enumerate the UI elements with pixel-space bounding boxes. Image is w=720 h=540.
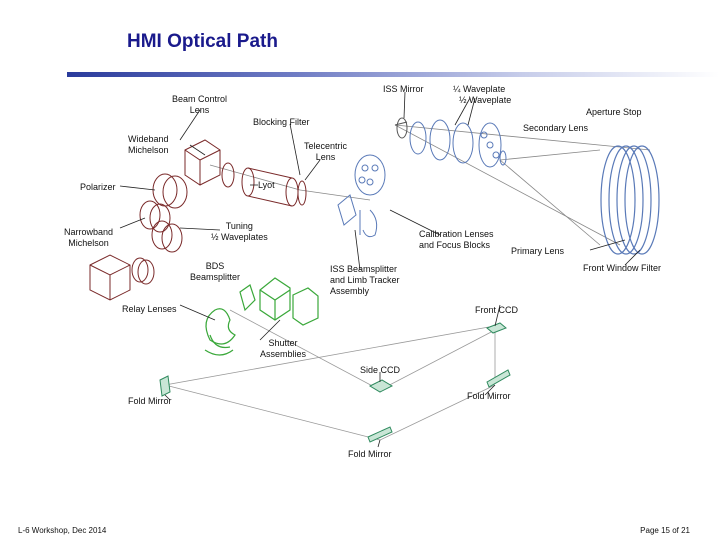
label-secondary-lens: Secondary Lens <box>523 123 589 133</box>
label-bds-line1: BDS <box>205 261 225 271</box>
label-fold-mirror-right: Fold Mirror <box>467 391 511 401</box>
secondary-lens-group-shape <box>409 119 507 168</box>
relay-path-lines <box>164 309 501 441</box>
label-primary-lens: Primary Lens <box>511 246 565 256</box>
calibration-wheel-shape <box>354 154 386 196</box>
label-wideband-michelson: Wideband Michelson <box>128 134 169 156</box>
label-iss-beamsplitter: ISS Beamsplitter and Limb Tracker Assemb… <box>330 264 400 297</box>
label-narrowband-line2: Michelson <box>68 238 109 248</box>
label-beam-control-lens-line2: Lens <box>189 105 210 115</box>
label-side-ccd: Side CCD <box>360 365 401 375</box>
shutter-assembly-shape <box>204 277 319 356</box>
label-front-window-filter: Front Window Filter <box>583 263 662 273</box>
footer-left: L-6 Workshop, Dec 2014 <box>18 526 107 535</box>
label-blocking-filter: Blocking Filter <box>253 117 310 127</box>
label-tuning-line1: Tuning <box>225 221 253 231</box>
label-shutter-assemblies: Shutter Assemblies <box>260 338 306 360</box>
label-relay-lenses: Relay Lenses <box>122 304 177 314</box>
label-shutter-line2: Assemblies <box>260 349 307 359</box>
label-iss-bs-line3: Assembly <box>330 286 370 296</box>
label-calibration-lenses: Calibration Lenses and Focus Blocks <box>419 229 494 251</box>
label-telecentric-lens: Telecentric Lens <box>304 141 347 163</box>
fold-mirror-shapes <box>159 322 511 443</box>
label-iss-bs-line2: and Limb Tracker <box>330 275 400 285</box>
iss-beamsplitter-shape <box>337 194 378 238</box>
leader-lines <box>119 91 641 448</box>
label-iss-mirror: ISS Mirror <box>383 84 424 94</box>
label-fold-mirror-left: Fold Mirror <box>128 396 172 406</box>
label-narrowband-michelson: Narrowband Michelson <box>64 227 113 249</box>
label-front-ccd: Front CCD <box>475 305 519 315</box>
label-bds-beamsplitter: BDS Beamsplitter <box>190 261 240 283</box>
footer-page-number: Page 15 of 21 <box>640 526 690 535</box>
optical-beam-lines <box>209 124 651 246</box>
wideband-michelson-shape <box>184 139 235 188</box>
label-iss-bs-line1: ISS Beamsplitter <box>330 264 398 274</box>
label-polarizer: Polarizer <box>80 182 116 192</box>
label-telecentric-line2: Lens <box>315 152 336 162</box>
label-fold-mirror-bottom: Fold Mirror <box>348 449 392 459</box>
label-waveplates-top: ¼ Waveplate ½ Waveplate <box>447 84 511 106</box>
label-bds-line2: Beamsplitter <box>190 272 241 282</box>
page-title: HMI Optical Path <box>127 31 278 52</box>
title-underline-bar <box>67 72 719 77</box>
label-narrowband-line1: Narrowband <box>64 227 114 237</box>
label-beam-control-lens-line1: Beam Control <box>172 94 228 104</box>
polarizer-disc-stack-shape <box>139 173 188 253</box>
label-calibration-line1: Calibration Lenses <box>419 229 494 239</box>
label-telecentric-line1: Telecentric <box>304 141 348 151</box>
label-tuning-line2: ½ Waveplates <box>211 232 268 242</box>
lyot-filter-shape <box>241 167 307 207</box>
label-wideband-line1: Wideband <box>128 134 169 144</box>
label-quarter-waveplate: ¼ Waveplate <box>453 84 506 94</box>
front-window-filter-shape <box>600 145 660 255</box>
label-half-waveplate-top: ½ Waveplate <box>459 95 512 105</box>
label-calibration-line2: and Focus Blocks <box>419 240 491 250</box>
label-tuning-waveplates: Tuning ½ Waveplates <box>211 221 268 243</box>
label-wideband-line2: Michelson <box>128 145 169 155</box>
label-shutter-line1: Shutter <box>268 338 298 348</box>
iss-mirror-shape <box>394 117 408 139</box>
label-aperture-stop: Aperture Stop <box>586 107 642 117</box>
label-beam-control-lens: Beam Control Lens <box>172 94 227 116</box>
label-lyot: Lyot <box>258 180 275 190</box>
narrowband-michelson-shape <box>89 254 155 301</box>
